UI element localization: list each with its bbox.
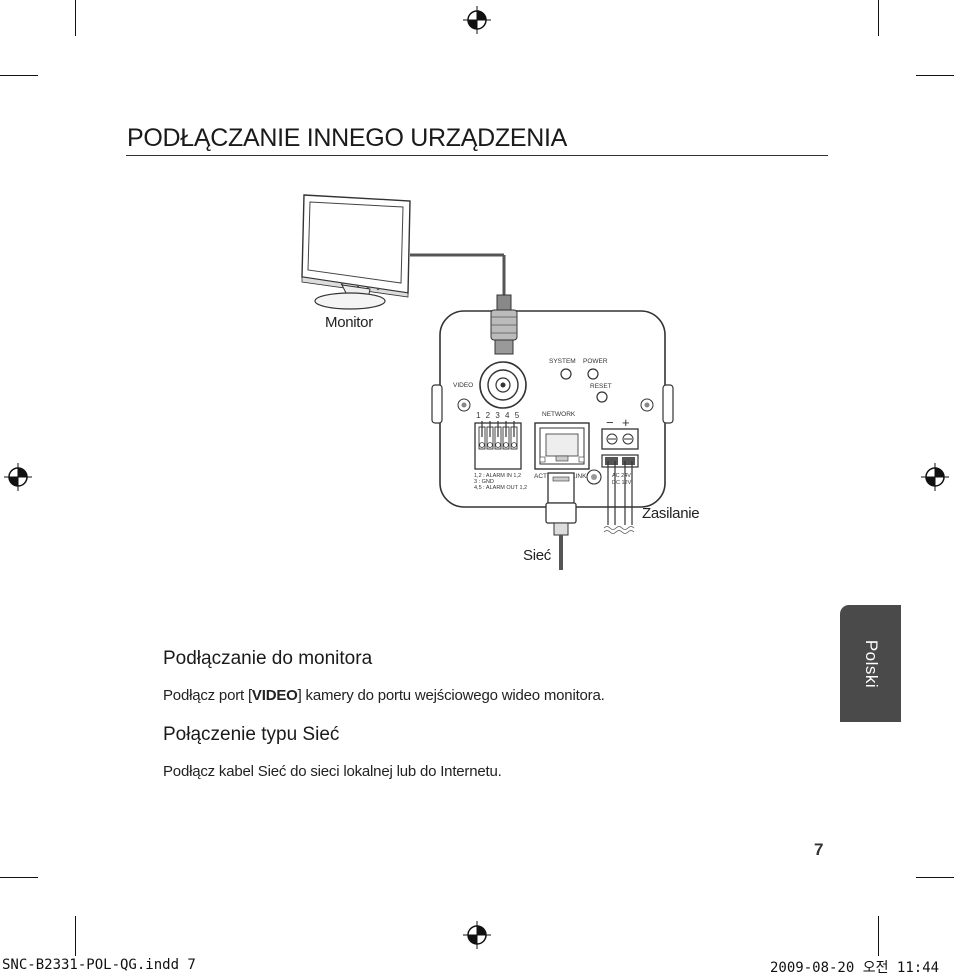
page-number: 7 <box>814 840 824 859</box>
system-led-icon <box>560 368 572 380</box>
alarm-terminal-icon <box>474 421 522 470</box>
plus-sign: + <box>622 415 630 430</box>
section-text-network: Podłącz kabel Sieć do sieci lokalnej lub… <box>163 763 502 780</box>
section-heading-network: Połączenie typu Sieć <box>163 724 340 745</box>
alarm-legend-line3: 4,5 : ALARM OUT 1,2 <box>474 485 527 491</box>
reset-button-icon <box>596 391 608 403</box>
monitor-icon <box>301 194 506 310</box>
network-label: Sieć <box>523 547 551 564</box>
alarm-legend-line2: 3 : GND <box>474 479 494 485</box>
bnc-connector-icon <box>490 294 518 355</box>
video-port-label: VIDEO <box>453 382 473 389</box>
section-heading-monitor: Podłączanie do monitora <box>163 648 373 669</box>
power-supply-label: Zasilanie <box>642 505 700 522</box>
terminal-numbers: 1 2 3 4 5 <box>476 411 521 420</box>
crop-mark <box>0 75 38 76</box>
registration-mark-bottom-icon <box>463 921 491 949</box>
footer-datetime: 2009-08-20 오전 11:44 <box>770 960 940 976</box>
power-terminal-icon <box>586 428 639 485</box>
page-title: PODŁĄCZANIE INNEGO URZĄDZENIA <box>127 124 567 152</box>
crop-mark <box>75 0 76 36</box>
crop-mark <box>916 877 954 878</box>
monitor-label: Monitor <box>325 314 373 331</box>
video-keyword: VIDEO <box>251 687 298 704</box>
crop-mark <box>878 0 879 36</box>
crop-mark <box>878 916 879 956</box>
language-tab-label: Polski <box>861 639 881 688</box>
minus-sign: − <box>606 415 614 430</box>
alarm-legend-line1: 1,2 : ALARM IN 1,2 <box>474 473 521 479</box>
crop-mark <box>916 75 954 76</box>
registration-mark-right-icon <box>921 463 949 491</box>
registration-mark-left-icon <box>4 463 32 491</box>
text-before: Podłącz port [ <box>163 687 252 704</box>
network-port-label: NETWORK <box>542 411 576 418</box>
ethernet-plug-icon <box>545 472 577 570</box>
crop-mark <box>75 916 76 956</box>
title-rule <box>126 155 828 156</box>
link-led-label: LINK <box>572 473 587 480</box>
reset-button-label: RESET <box>590 383 612 390</box>
language-tab: Polski <box>840 605 901 722</box>
text-after: ] kamery do portu wejściowego wideo moni… <box>297 687 605 704</box>
act-led-label: ACT <box>534 473 547 480</box>
footer-file: SNC-B2331-POL-QG.indd 7 <box>2 957 196 973</box>
ac-voltage-label: AC 24V <box>612 473 631 479</box>
dc-voltage-label: DC 12V <box>612 480 632 486</box>
power-led-label: POWER <box>583 358 608 365</box>
network-port-icon <box>534 422 590 470</box>
registration-mark-top-icon <box>463 6 491 34</box>
power-cable-icon <box>603 461 635 534</box>
section-text-monitor: Podłącz port [VIDEO] kamery do portu wej… <box>163 687 605 704</box>
system-led-label: SYSTEM <box>549 358 576 365</box>
crop-mark <box>0 877 38 878</box>
connection-diagram: VIDEO SYSTEM POWER RESET 1 2 3 4 5 1,2 :… <box>301 194 674 570</box>
video-port-icon <box>479 361 527 409</box>
power-led-icon <box>587 368 599 380</box>
